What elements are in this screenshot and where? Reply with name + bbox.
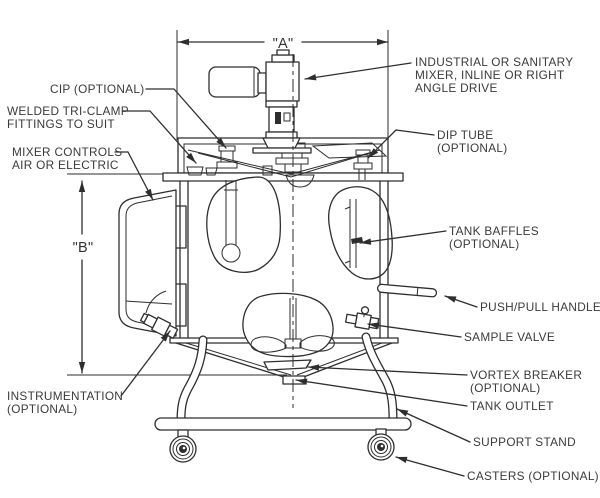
label-vortex-breaker-2: (OPTIONAL) bbox=[470, 381, 541, 395]
label-cip: CIP (OPTIONAL) bbox=[50, 82, 144, 96]
label-tank-baffles-2: (OPTIONAL) bbox=[449, 237, 520, 251]
dimension-b: "B" bbox=[67, 173, 287, 376]
tank-baffle-strip bbox=[351, 237, 363, 244]
dimension-a-label: "A" bbox=[273, 36, 294, 52]
caster-right bbox=[367, 428, 395, 461]
leader-sample-valve bbox=[367, 323, 462, 338]
impeller-blade-right bbox=[299, 335, 335, 352]
support-stand bbox=[154, 332, 412, 463]
label-dip-tube-2: (OPTIONAL) bbox=[437, 141, 508, 155]
label-sample-valve: SAMPLE VALVE bbox=[464, 330, 555, 344]
label-welded-tri-clamp-2: FITTINGS TO SUIT bbox=[7, 117, 115, 131]
label-mixer-controls-2: AIR OR ELECTRIC bbox=[12, 158, 119, 172]
label-support-stand: SUPPORT STAND bbox=[473, 435, 576, 449]
tri-clamp-fitting bbox=[186, 166, 218, 176]
cip-fitting bbox=[216, 145, 238, 169]
leader-dip-tube bbox=[367, 129, 435, 159]
label-vortex-breaker-1: VORTEX BREAKER bbox=[470, 368, 582, 382]
dip-tube-fitting bbox=[353, 149, 373, 180]
vortex-breaker-plate bbox=[263, 359, 312, 371]
impeller-blade-left bbox=[250, 336, 287, 353]
dimension-a: "A" bbox=[176, 30, 389, 140]
label-mixer-3: ANGLE DRIVE bbox=[415, 81, 498, 95]
sample-valve bbox=[344, 306, 380, 330]
label-mixer-2: MIXER, INLINE OR RIGHT bbox=[415, 68, 565, 82]
mixer-controls-housing bbox=[118, 189, 187, 337]
leader-welded-tri-clamp bbox=[122, 110, 197, 164]
stand-crossbar bbox=[154, 417, 412, 431]
label-push-pull-handle: PUSH/PULL HANDLE bbox=[480, 300, 600, 314]
right-angle-gearbox bbox=[265, 61, 300, 102]
leader-lines bbox=[114, 62, 478, 477]
leader-tank-outlet bbox=[295, 379, 468, 407]
lid-gusset bbox=[311, 142, 388, 159]
leader-support-stand bbox=[396, 408, 471, 443]
caster-left bbox=[169, 429, 197, 463]
label-welded-tri-clamp-1: WELDED TRI-CLAMP bbox=[7, 104, 129, 118]
cip-spray-ball bbox=[221, 243, 241, 263]
cutaway-impeller bbox=[242, 292, 335, 358]
mixer-motor bbox=[208, 66, 261, 98]
label-casters: CASTERS (OPTIONAL) bbox=[467, 469, 599, 483]
leader-mixer-controls bbox=[114, 151, 154, 201]
label-mixer-controls-1: MIXER CONTROLS bbox=[12, 145, 122, 159]
leader-instrumentation bbox=[120, 330, 171, 397]
label-tank-outlet: TANK OUTLET bbox=[470, 399, 554, 413]
push-pull-handle bbox=[376, 283, 438, 298]
leader-vortex-breaker bbox=[307, 366, 468, 376]
callout-labels: CIP (OPTIONAL) WELDED TRI-CLAMP FITTINGS… bbox=[7, 55, 600, 483]
label-tank-baffles-1: TANK BAFFLES bbox=[449, 224, 539, 238]
cutaway-cip-spray bbox=[206, 176, 282, 273]
tank-shell bbox=[179, 180, 389, 339]
tank-lid bbox=[162, 137, 404, 188]
leader-casters bbox=[395, 456, 465, 477]
label-mixer-1: INDUSTRIAL OR SANITARY bbox=[415, 55, 573, 69]
cutaway-baffle bbox=[328, 186, 393, 280]
label-dip-tube-1: DIP TUBE bbox=[437, 128, 493, 142]
label-instrumentation-2: (OPTIONAL) bbox=[7, 402, 78, 416]
leader-mixer bbox=[304, 62, 412, 80]
leader-tank-baffles bbox=[359, 230, 447, 244]
leader-cip bbox=[145, 88, 227, 149]
label-instrumentation-1: INSTRUMENTATION bbox=[7, 389, 123, 403]
dimension-b-label: "B" bbox=[73, 240, 94, 256]
